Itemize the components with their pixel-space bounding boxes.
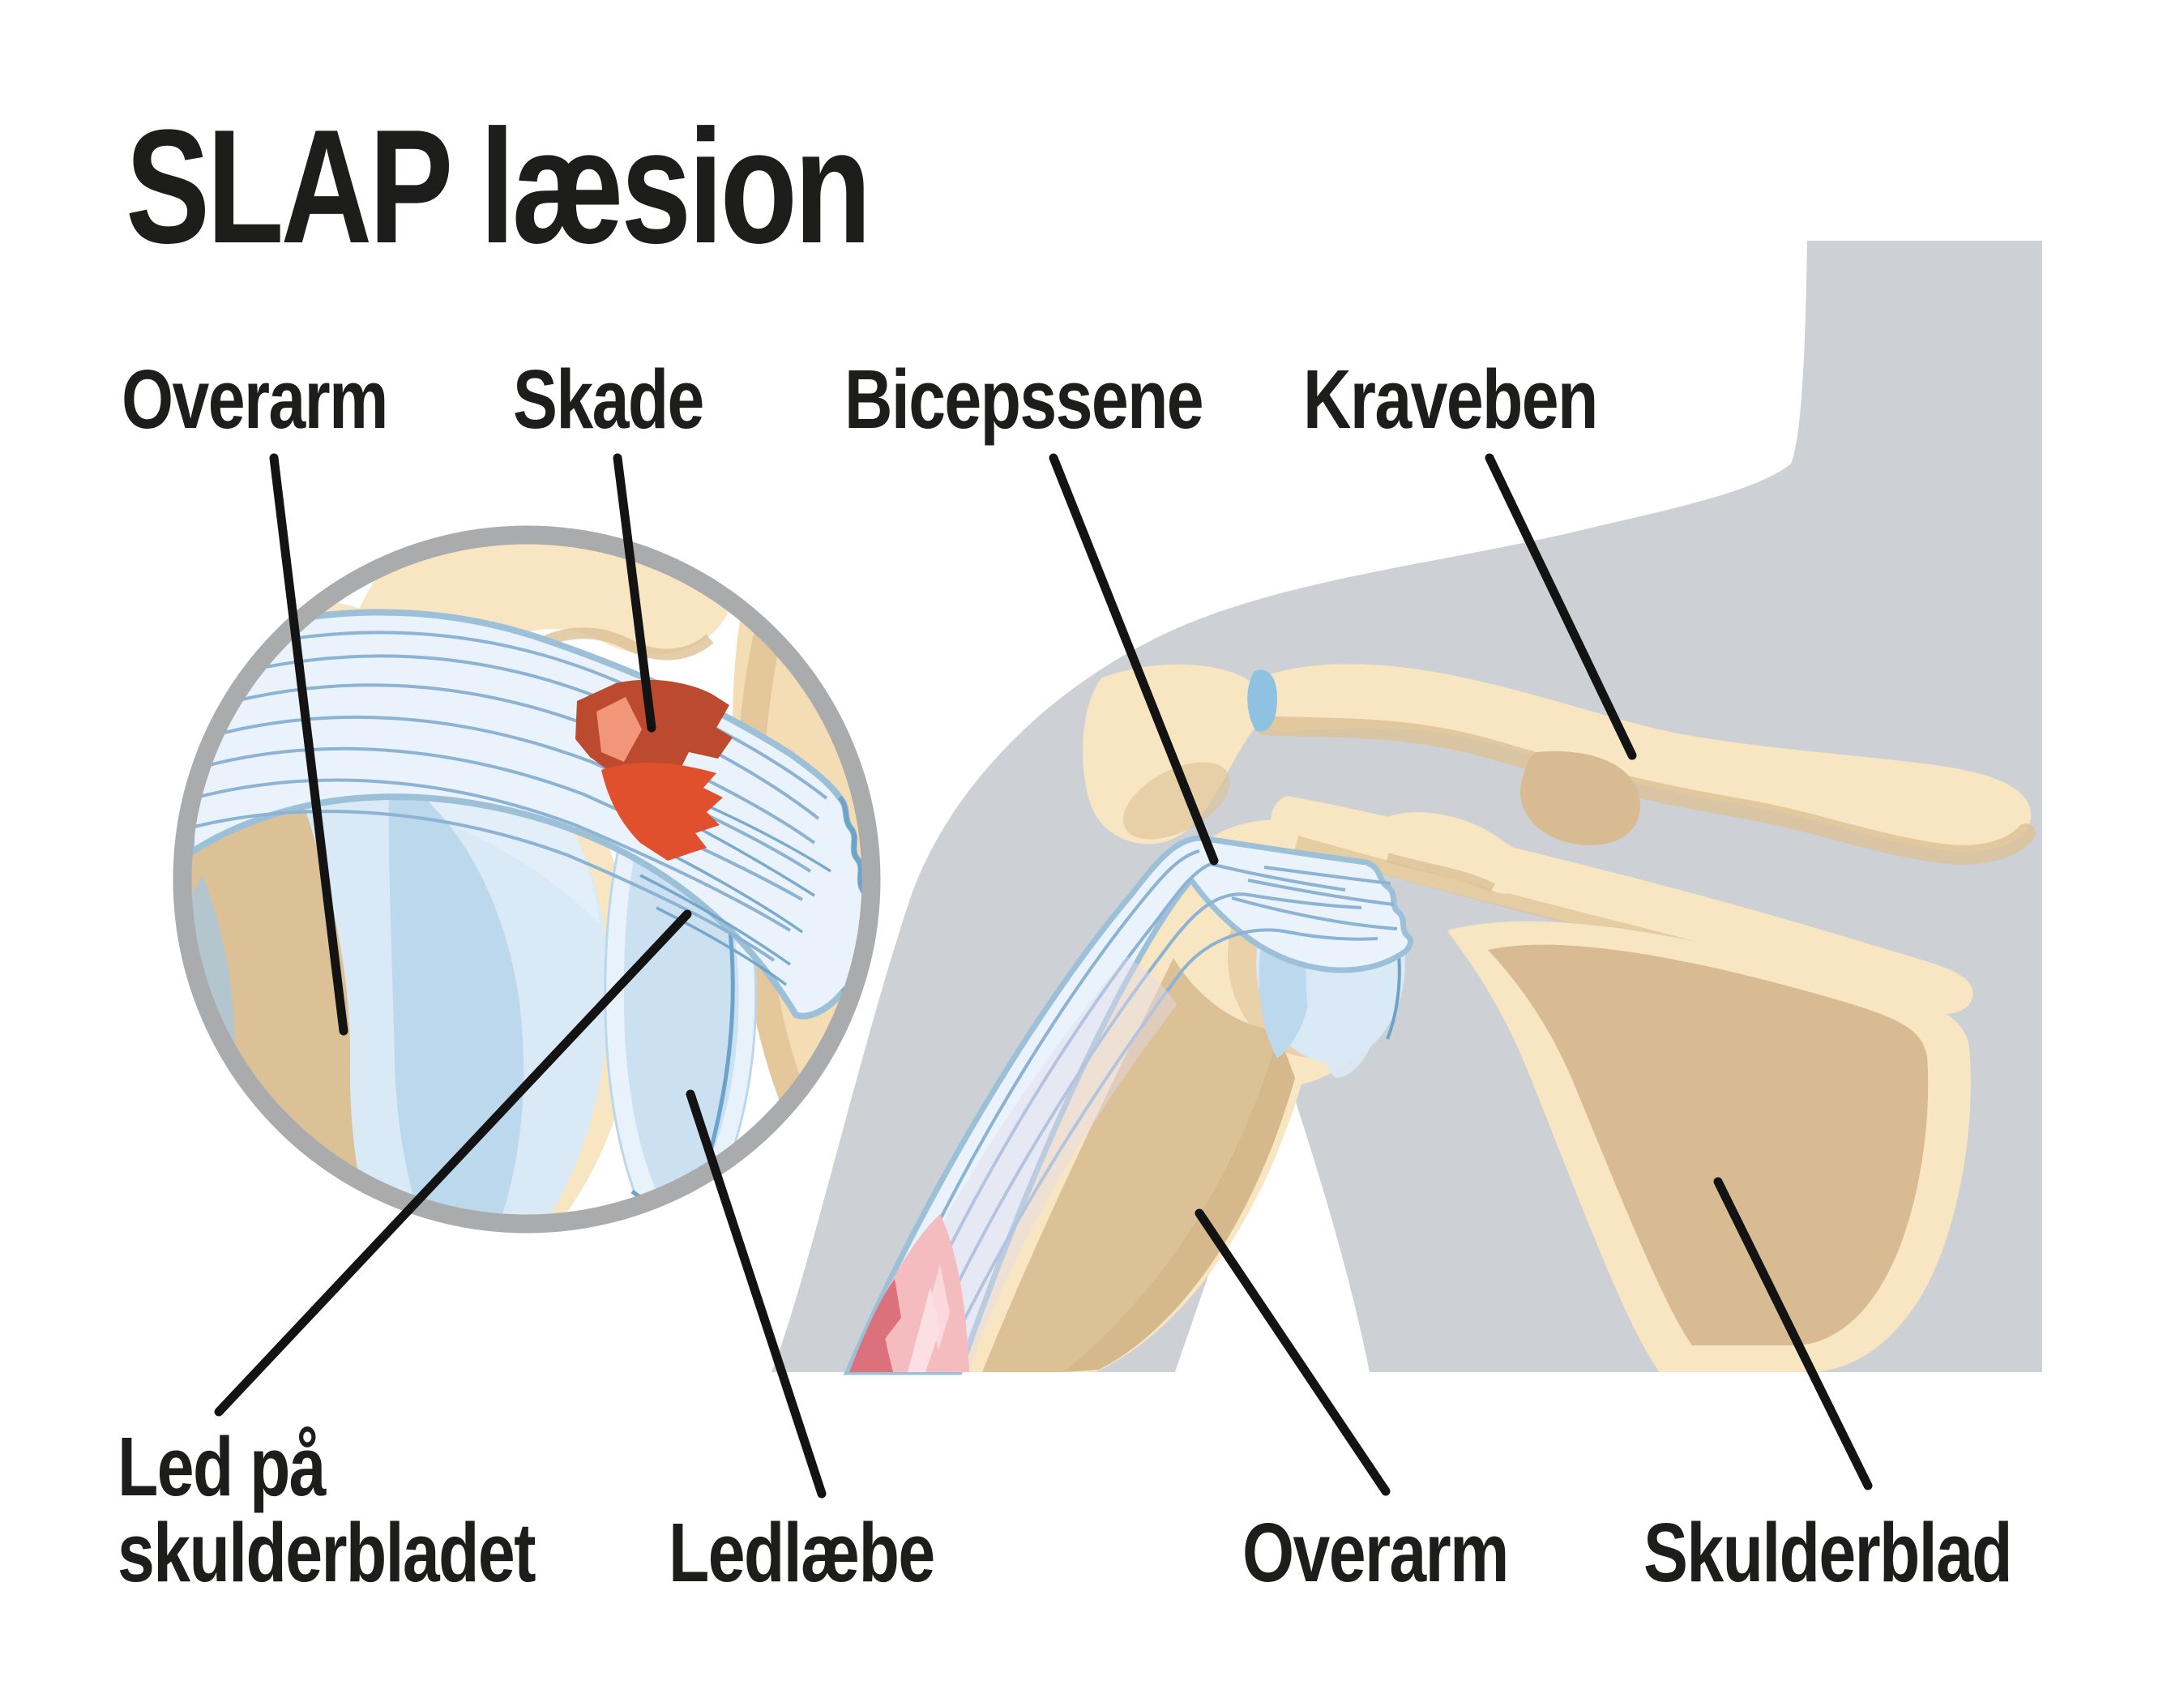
label-skulderblad: Skulderblad xyxy=(1643,1506,2013,1599)
leader-lines xyxy=(214,453,1873,1499)
coracoid-process xyxy=(1368,812,1524,894)
label-kraveben: Kraveben xyxy=(1303,353,1598,446)
label-bicepssene: Bicepssene xyxy=(844,353,1204,446)
label-led-paa-line2: skulderbladet xyxy=(118,1506,536,1600)
supraspinous-shade xyxy=(1520,751,1640,845)
label-led-paa-line1: Led på xyxy=(118,1420,327,1513)
main-illustration xyxy=(771,241,2042,1375)
inset-ring xyxy=(173,525,881,1234)
leader-overarm-bottom xyxy=(1195,1208,1391,1496)
leader-skade xyxy=(613,453,656,733)
label-overarm-bottom: Overarm xyxy=(1242,1506,1509,1599)
leader-overarm-top xyxy=(269,453,348,1036)
leader-skulderblad xyxy=(1713,1177,1873,1490)
leader-ledlaebe xyxy=(686,1089,827,1499)
leader-kraveben xyxy=(1485,453,1637,760)
label-ledlaebe: Ledlæbe xyxy=(669,1506,935,1599)
leader-led-paa-skulderbladet xyxy=(214,909,692,1417)
leader-bicepssene xyxy=(1049,453,1219,866)
page-title: SLAP læsion xyxy=(126,96,871,277)
label-overarm-top: Overarm xyxy=(122,353,388,446)
clavicle-bone xyxy=(1247,664,2036,865)
scapula-bone xyxy=(1447,921,1971,1372)
biceps-muscle xyxy=(849,956,1177,1372)
ac-joint-cartilage xyxy=(1247,669,1277,732)
label-skade: Skade xyxy=(513,353,704,446)
armpit-gap xyxy=(1175,1046,1370,1372)
